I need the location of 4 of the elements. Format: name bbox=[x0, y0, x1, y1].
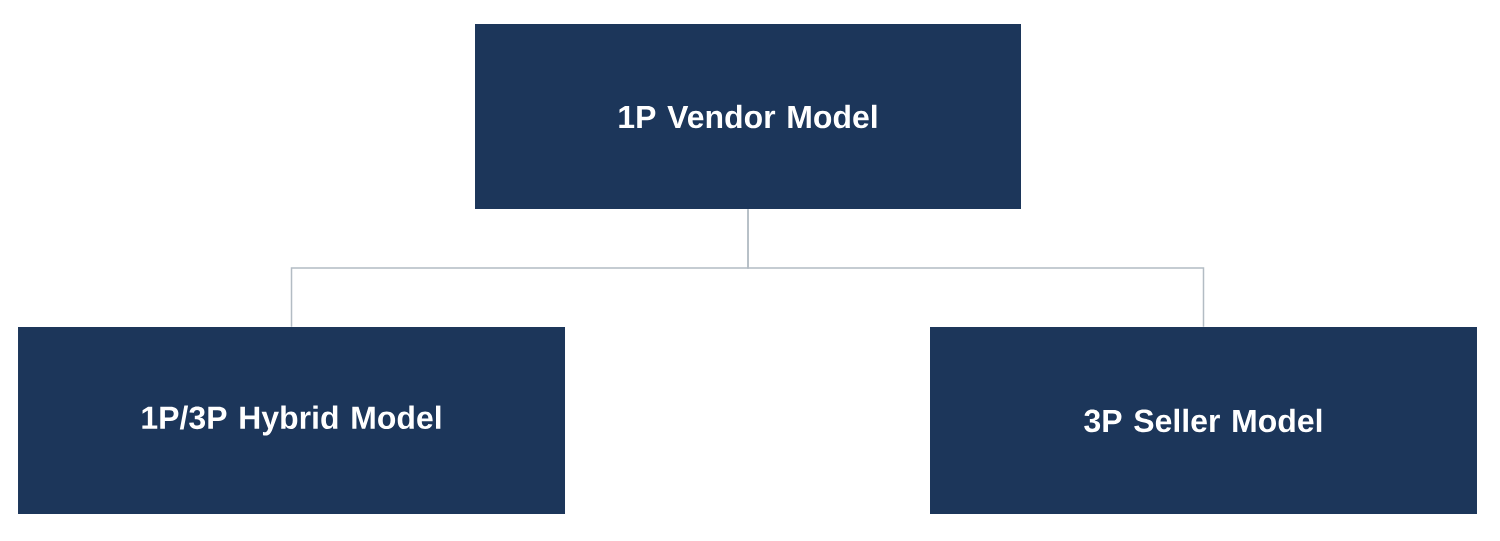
connector-line bbox=[747, 208, 1205, 328]
model-box: 1P Vendor Model bbox=[475, 24, 1021, 209]
model-box: 3P Seller Model bbox=[930, 327, 1477, 514]
model-box: 1P/3P Hybrid Model bbox=[18, 327, 565, 514]
